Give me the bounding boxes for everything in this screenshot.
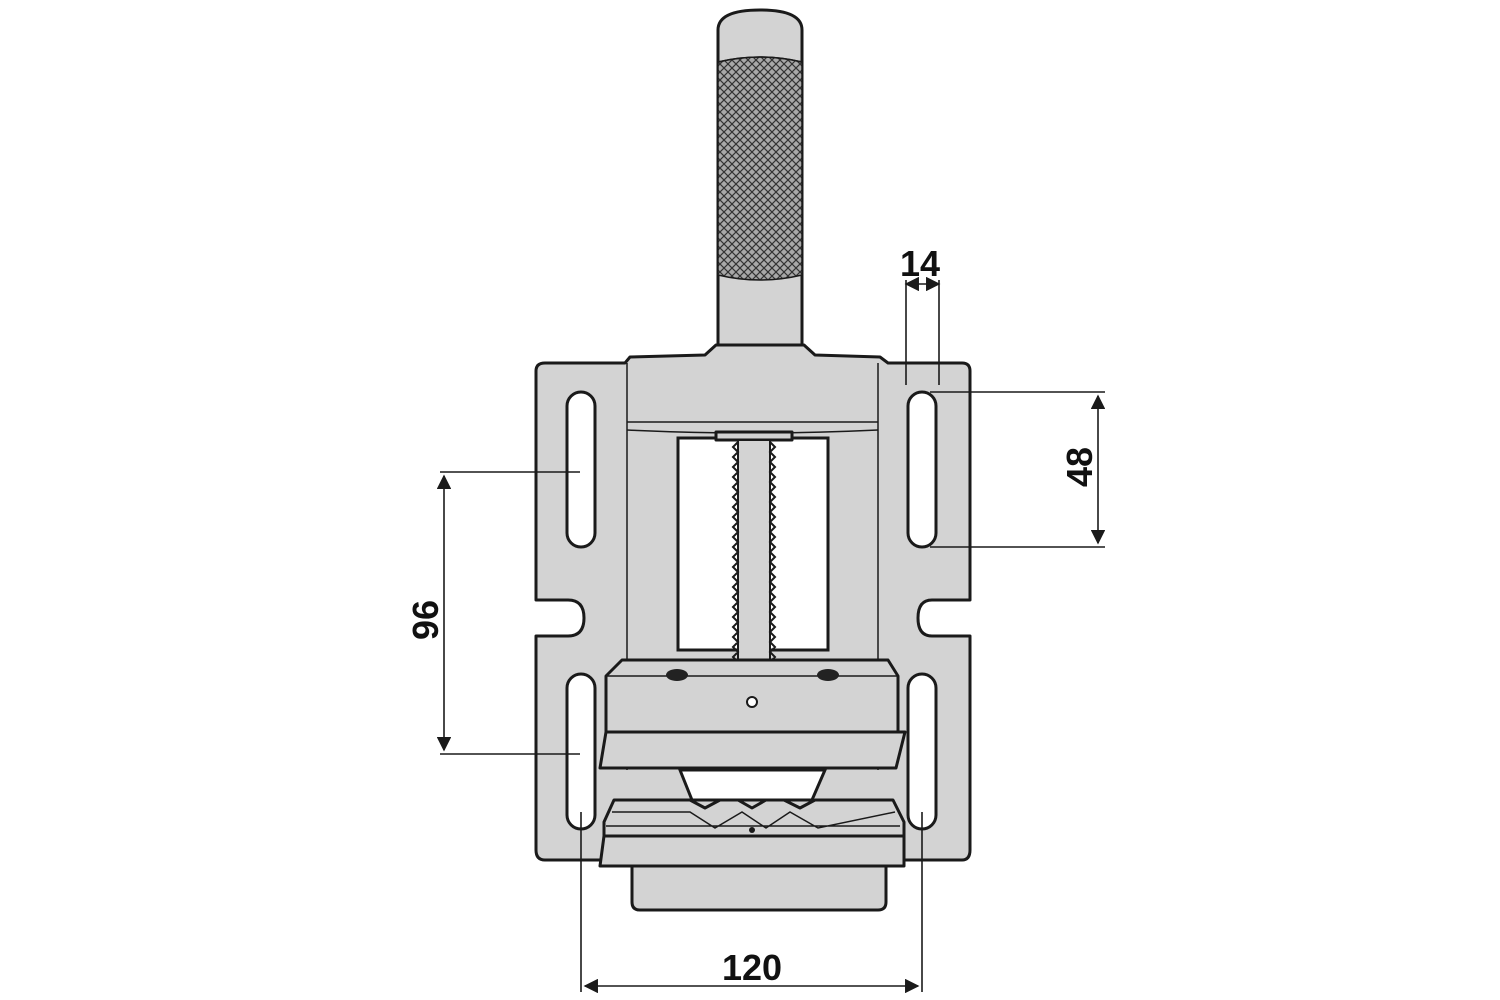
fixed-jaw: [598, 798, 906, 912]
dimension-vertical-spacing: 96: [405, 471, 580, 755]
moving-jaw: [598, 658, 907, 802]
slot-top-right: [906, 390, 938, 549]
dimension-slot-width: 14: [900, 243, 941, 385]
slot-bottom-left: [565, 672, 597, 831]
dimension-label-120: 120: [722, 947, 782, 988]
knurled-grip: [717, 56, 803, 281]
dimension-label-48: 48: [1059, 447, 1100, 487]
handle: [716, 8, 804, 347]
dimension-slot-length: 48: [930, 391, 1106, 548]
lead-screw: [731, 439, 777, 668]
dimension-label-96: 96: [405, 600, 446, 640]
dimension-label-14: 14: [900, 243, 940, 284]
slot-top-left: [565, 390, 597, 549]
slot-bottom-right: [906, 672, 938, 831]
mounting-slots: [565, 390, 938, 831]
dimension-horizontal-spacing: 120: [580, 812, 923, 994]
